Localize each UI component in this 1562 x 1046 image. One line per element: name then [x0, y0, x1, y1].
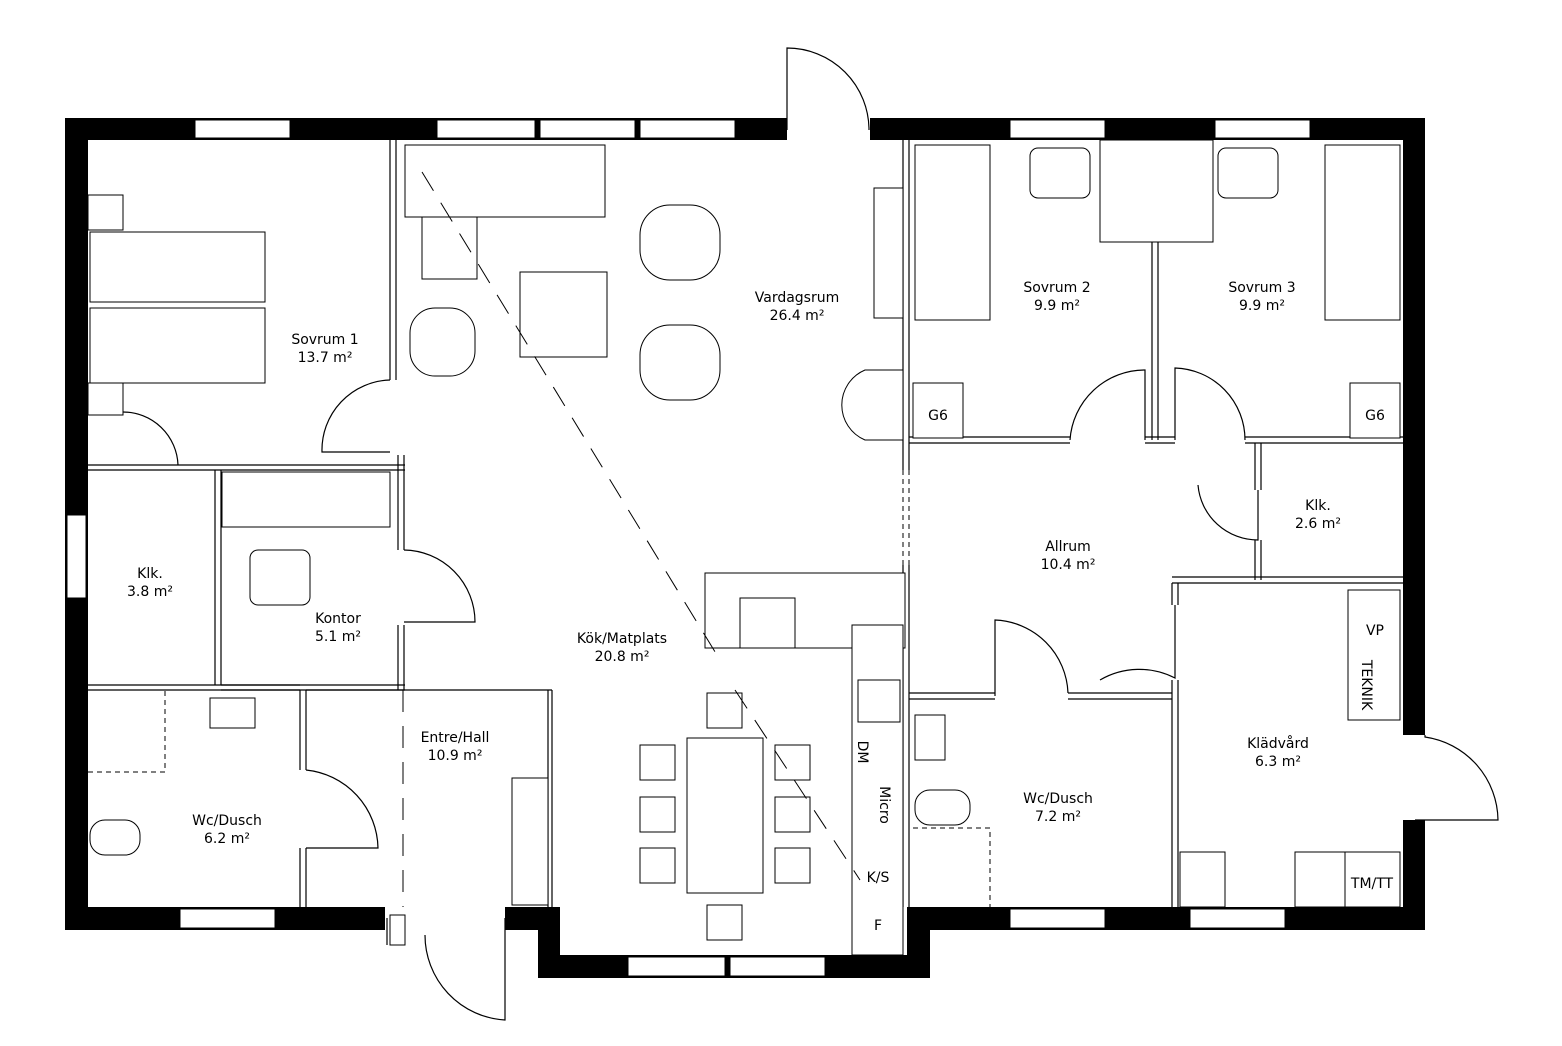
- room-area: 7.2 m²: [1035, 809, 1081, 825]
- microwave-label: Micro: [876, 786, 892, 824]
- room-name: Allrum: [1045, 539, 1091, 555]
- bed: [1324, 144, 1401, 321]
- room-name: Sovrum 1: [291, 332, 358, 348]
- room-area: 9.9 m²: [1239, 298, 1285, 314]
- room-area: 5.1 m²: [315, 629, 361, 645]
- room-area: 6.3 m²: [1255, 754, 1301, 770]
- room-area: 13.7 m²: [298, 350, 353, 366]
- room-area: 10.4 m²: [1041, 557, 1096, 573]
- armchair: [409, 307, 476, 377]
- room-labels: Sovrum 1 13.7 m² Vardagsrum 26.4 m² Sovr…: [127, 280, 1341, 847]
- armchair: [639, 324, 721, 401]
- desk: [221, 471, 391, 528]
- room-name: Klk.: [1305, 498, 1331, 514]
- fireplace: [841, 369, 904, 441]
- washbasin: [209, 697, 256, 729]
- washer-dryer-label: TM/TT: [1350, 876, 1394, 892]
- room-name: Kök/Matplats: [577, 631, 667, 647]
- room-name: Klk.: [137, 566, 163, 582]
- room-name: Vardagsrum: [755, 290, 840, 306]
- room-area: 26.4 m²: [770, 308, 825, 324]
- room-area: 9.9 m²: [1034, 298, 1080, 314]
- freezer-label: F: [874, 918, 882, 934]
- shoe-rack: [511, 777, 549, 906]
- interior-doors[interactable]: [122, 367, 1259, 849]
- room-area: 20.8 m²: [595, 649, 650, 665]
- wardrobe-label: G6: [928, 408, 948, 424]
- fixture-labels: G6 G6 VP TEKNIK DM Micro K/S F TM/TT: [854, 408, 1394, 934]
- armchair: [639, 204, 721, 281]
- stove: [739, 597, 796, 649]
- dishwasher-label: DM: [854, 741, 870, 764]
- room-name: Wc/Dusch: [1023, 791, 1093, 807]
- desk: [1099, 139, 1214, 243]
- heat-pump-label: VP: [1366, 623, 1384, 639]
- technical-label: TEKNIK: [1358, 659, 1374, 711]
- laundry-sink: [1294, 851, 1346, 908]
- wardrobe-label: G6: [1365, 408, 1385, 424]
- room-area: 2.6 m²: [1295, 516, 1341, 532]
- room-name: Klädvård: [1247, 735, 1309, 752]
- interior-walls: [88, 140, 1403, 907]
- sofa: [404, 144, 606, 218]
- room-area: 3.8 m²: [127, 584, 173, 600]
- coffee-table: [519, 271, 608, 358]
- toilet: [914, 789, 971, 826]
- washbasin: [914, 714, 946, 761]
- sink: [857, 679, 901, 723]
- bed: [914, 144, 991, 321]
- room-name: Entre/Hall: [421, 730, 490, 746]
- toilet: [89, 819, 141, 856]
- dining-table: [686, 737, 764, 894]
- windows: [66, 119, 1311, 977]
- bed: [89, 307, 266, 384]
- room-name: Kontor: [315, 611, 361, 627]
- room-area: 10.9 m²: [428, 748, 483, 764]
- fridge-freezer-label: K/S: [867, 870, 890, 886]
- room-name: Sovrum 2: [1023, 280, 1090, 296]
- room-name: Sovrum 3: [1228, 280, 1295, 296]
- room-area: 6.2 m²: [204, 831, 250, 847]
- exterior-doors[interactable]: [386, 47, 1499, 1021]
- bed: [89, 231, 266, 303]
- furniture: [87, 139, 1401, 956]
- room-name: Wc/Dusch: [192, 813, 262, 829]
